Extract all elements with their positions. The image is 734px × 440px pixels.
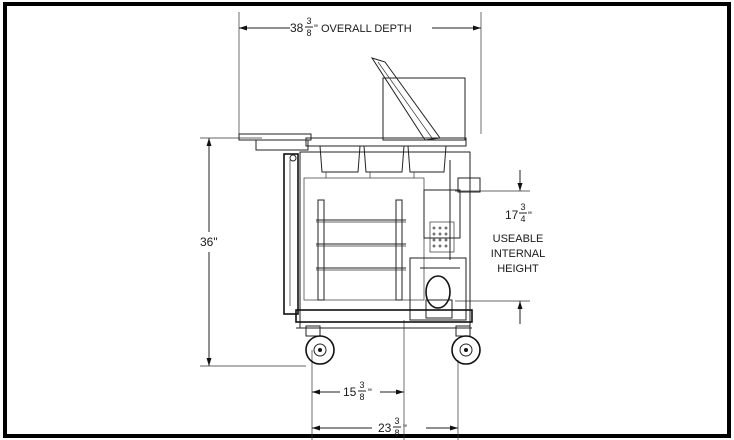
internal-label-line2: INTERNAL [491,248,545,260]
internal-label-line1: USEABLE [493,233,544,245]
rear-caster [451,325,481,365]
overall-depth-num: 3 [306,16,311,26]
depth-23-whole: 23 [378,421,392,435]
overall-depth-dimension: 38 3 8 " OVERALL DEPTH [238,12,482,134]
internal-height-den: 4 [520,214,525,224]
depth-15-whole: 15 [343,385,357,399]
depth-23-suffix: " [403,423,407,435]
front-caster [305,325,335,365]
height-dimension: 36" [200,137,306,367]
depth-23-dimension: 23 3 8 " [312,360,459,440]
internal-height-whole: 17 [505,208,519,222]
depth-15-num: 3 [359,380,364,390]
depth-15-den: 8 [359,392,364,402]
internal-height-dimension: 17 3 4 " USEABLE INTERNAL HEIGHT [455,170,545,324]
depth-15-dimension: 15 3 8 " [311,320,405,440]
drawing-frame [3,2,731,438]
internal-height-num: 3 [520,202,525,212]
overall-depth-whole: 38 [290,21,304,35]
overall-depth-den: 8 [306,28,311,38]
internal-height-suffix: " [528,210,532,222]
depth-23-den: 8 [394,428,399,438]
depth-23-num: 3 [394,416,399,426]
internal-label-line3: HEIGHT [497,263,539,275]
overall-depth-label: " OVERALL DEPTH [314,23,412,35]
cart-body [238,57,481,329]
depth-15-suffix: " [368,387,372,399]
height-label: 36" [200,235,218,249]
